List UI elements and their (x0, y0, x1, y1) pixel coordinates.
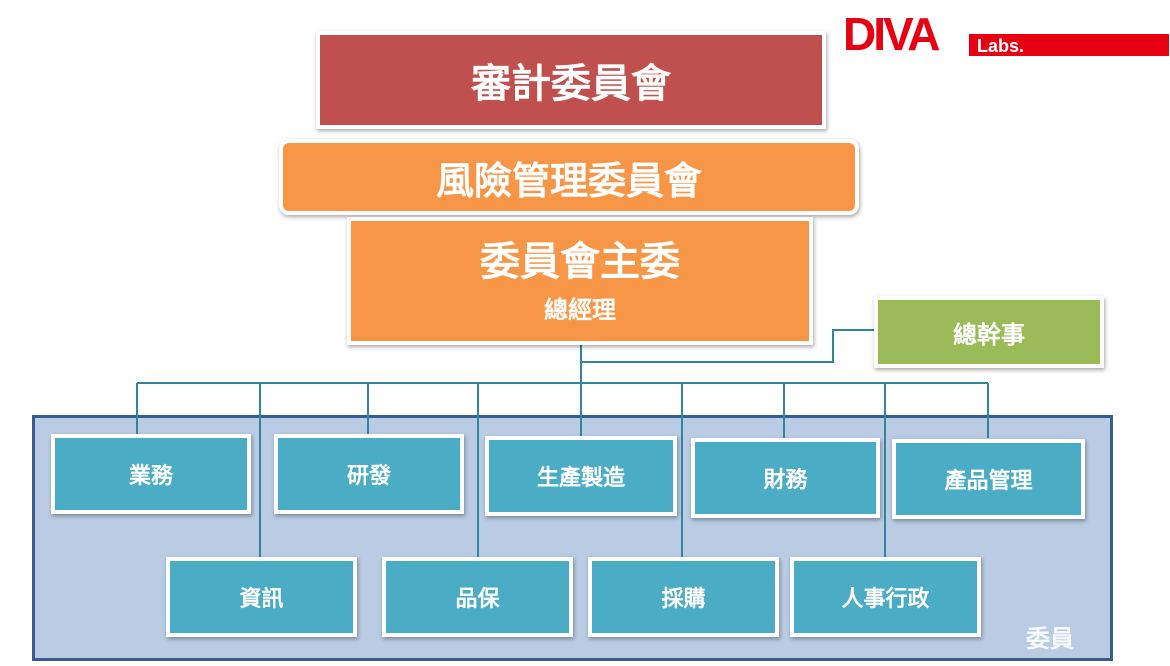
dept-label: 人事行政 (841, 587, 930, 612)
dept-label: 品保 (455, 587, 500, 612)
dept-box-it: 資訊 (166, 557, 357, 637)
dept-box-rnd: 研發 (274, 434, 464, 514)
dept-box-sales: 業務 (51, 434, 251, 514)
dept-label: 生產製造 (536, 466, 625, 491)
dept-label: 產品管理 (944, 469, 1033, 494)
logo-brand: DIVA (843, 8, 940, 60)
dept-box-product-management: 產品管理 (892, 439, 1085, 519)
dept-label: 資訊 (239, 587, 284, 612)
committee-chair-box: 委員會主委 總經理 (347, 217, 813, 345)
dept-label: 財務 (763, 468, 808, 493)
risk-committee-label: 風險管理委員會 (435, 158, 702, 203)
logo-bar: Labs. (969, 34, 1169, 56)
dept-label: 採購 (661, 587, 706, 612)
logo-suffix: Labs. (977, 36, 1025, 56)
dept-label: 業務 (128, 464, 173, 489)
risk-committee-box: 風險管理委員會 (279, 139, 859, 215)
chair-title: 委員會主委 (480, 239, 680, 285)
dept-box-hr-admin: 人事行政 (790, 557, 981, 637)
dept-box-quality-assurance: 品保 (382, 557, 573, 637)
audit-committee-label: 審計委員會 (471, 61, 671, 107)
dept-box-manufacturing: 生產製造 (485, 436, 677, 516)
chair-subtitle: 總經理 (544, 296, 616, 324)
secretary-general-box: 總幹事 (874, 296, 1104, 368)
dept-box-finance: 財務 (691, 438, 880, 518)
connector-secretary (581, 329, 876, 363)
diva-labs-logo: DIVA Labs. (843, 9, 1169, 59)
members-label: 委員 (1026, 625, 1074, 653)
secretary-label: 總幹事 (953, 320, 1025, 349)
dept-label: 研發 (346, 464, 391, 489)
audit-committee-box: 審計委員會 (316, 31, 826, 129)
dept-box-procurement: 採購 (588, 557, 779, 637)
